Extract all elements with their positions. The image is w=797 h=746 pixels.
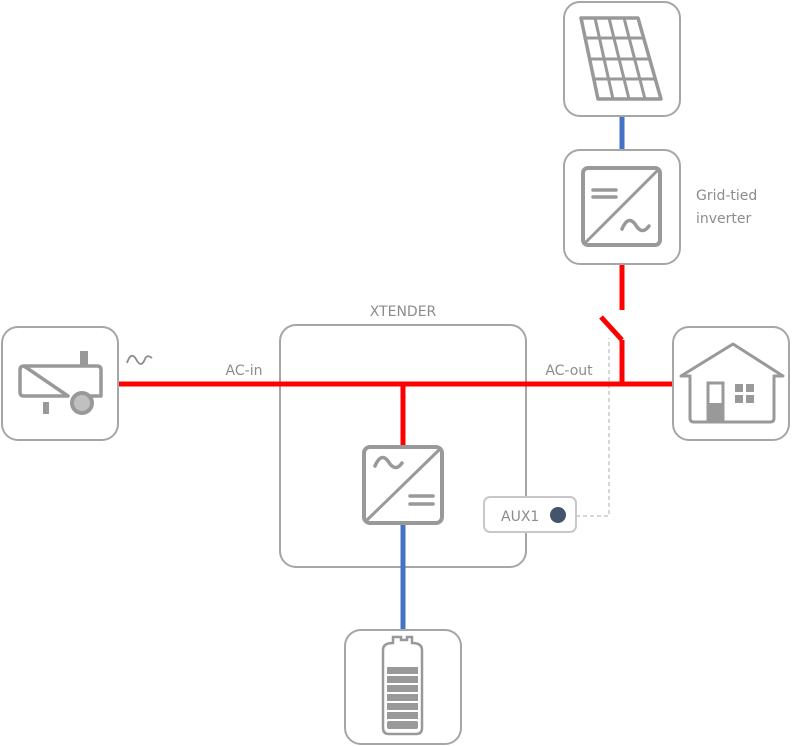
ac-symbol-icon: [373, 455, 404, 470]
solar-panel-icon: [579, 16, 663, 101]
inverter-icon: [581, 166, 662, 247]
ac-in-label: AC-in: [226, 363, 263, 379]
grid-inverter-label-line2: inverter: [696, 211, 752, 227]
relay-switch[interactable]: [599, 315, 624, 342]
grid-inverter-label-line1: Grid-tied: [696, 188, 757, 204]
aux-control-line: [576, 338, 610, 517]
aux1-label: AUX1: [501, 509, 539, 525]
aux1-contact[interactable]: AUX1: [483, 496, 577, 533]
xtender-label: XTENDER: [370, 304, 437, 320]
grid-inverter-node[interactable]: [563, 149, 681, 265]
house-icon: [679, 342, 785, 424]
battery-icon: [381, 635, 424, 736]
house-node[interactable]: [672, 326, 790, 441]
aux1-status-dot: [550, 507, 566, 523]
ac-out-label: AC-out: [545, 363, 593, 379]
battery-node[interactable]: [344, 629, 462, 745]
generator-icon: [18, 351, 103, 415]
generator-node[interactable]: [1, 326, 153, 441]
ac-wave-icon: [126, 354, 153, 365]
xtender-converter[interactable]: [362, 445, 444, 525]
pv-panel-node[interactable]: [563, 1, 681, 117]
